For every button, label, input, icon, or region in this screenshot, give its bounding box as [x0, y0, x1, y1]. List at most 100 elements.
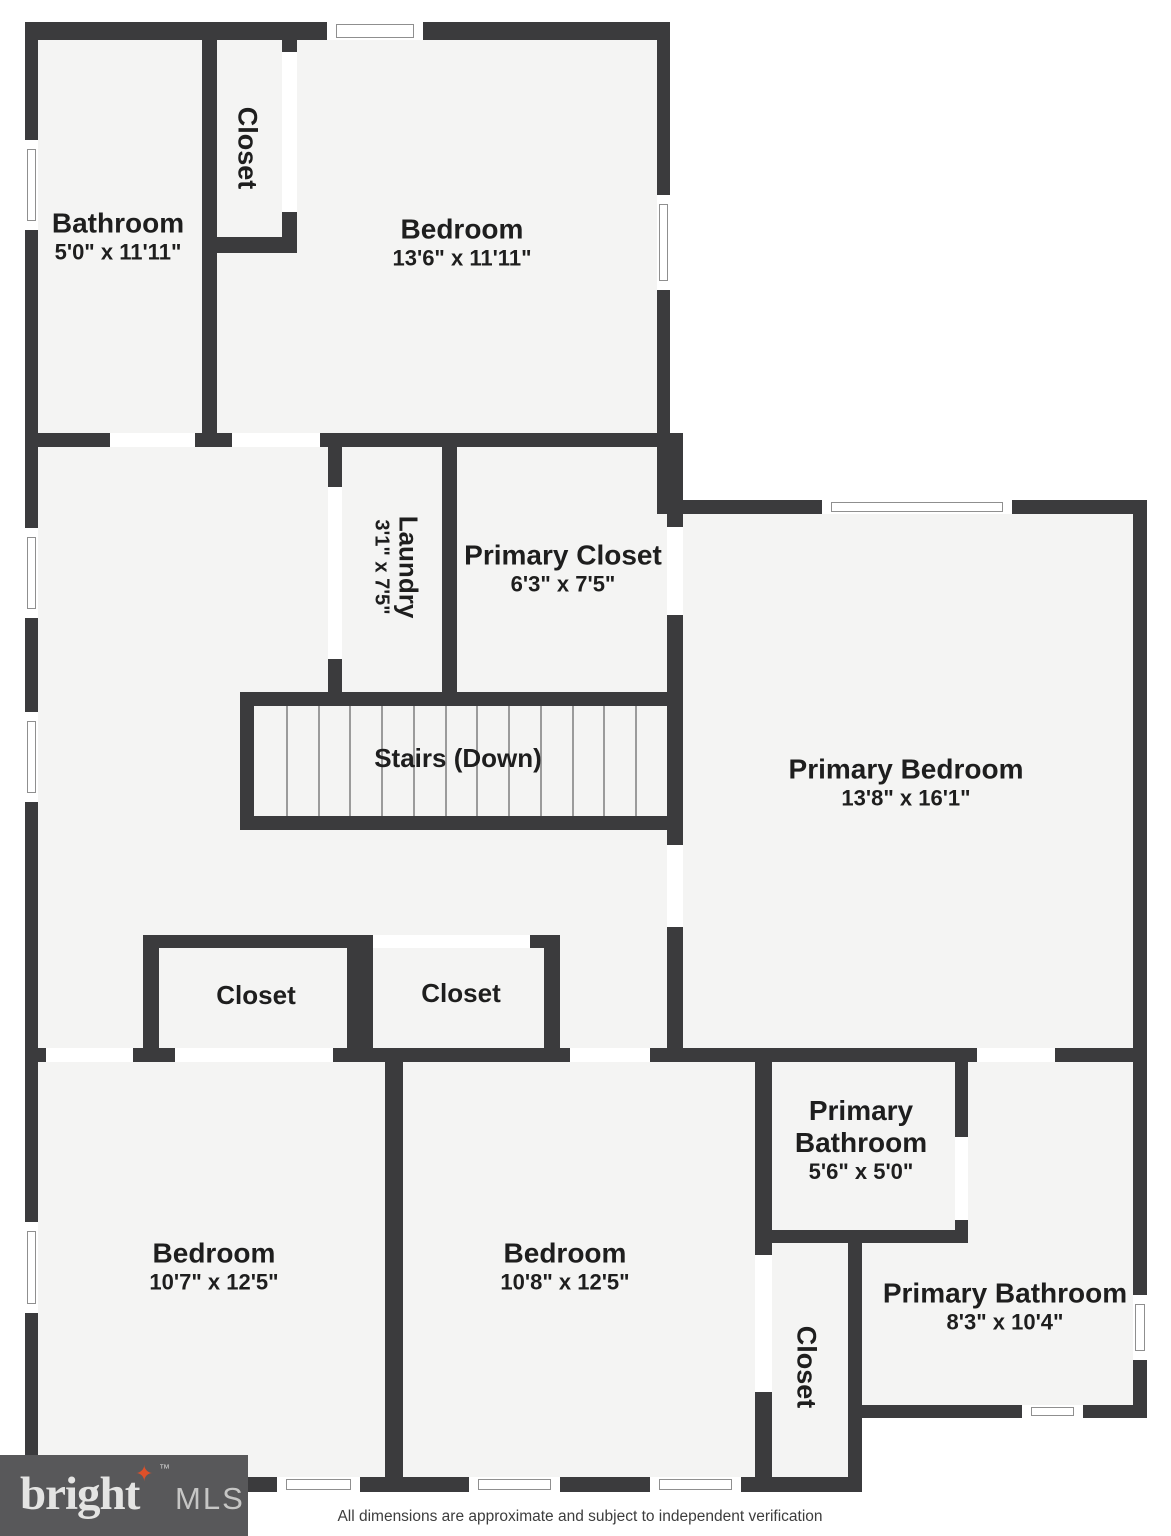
door-opening: [667, 845, 683, 927]
logo-wordmark: bright: [20, 1468, 140, 1520]
wall-segment: [143, 935, 358, 948]
door-opening: [282, 52, 297, 212]
wall-segment: [385, 1048, 403, 1492]
room-name: Closet: [216, 980, 296, 1011]
window-pane: [27, 537, 36, 609]
room-dimensions: 5'0" x 11'11": [54, 239, 182, 265]
room-name: Stairs (Down): [374, 743, 542, 774]
stair-tread-line: [444, 706, 447, 816]
wall-segment: [240, 692, 683, 706]
room-name: Bedroom: [503, 1237, 627, 1269]
wall-segment: [240, 816, 683, 830]
door-opening: [110, 433, 195, 447]
window: [657, 195, 670, 290]
window-pane: [659, 204, 668, 281]
window-pane: [27, 149, 36, 221]
stair-tread-line: [571, 706, 574, 816]
window-pane: [1135, 1304, 1145, 1351]
wall-segment: [202, 22, 217, 447]
door-opening: [175, 1048, 333, 1062]
window-pane: [286, 1479, 351, 1490]
logo-trademark: ™: [159, 1463, 170, 1475]
logo-suffix: MLS: [175, 1481, 245, 1516]
room-label-closet-hall-left: Closet: [216, 980, 296, 1011]
door-opening: [328, 487, 342, 659]
room-name: Laundry: [393, 515, 424, 619]
room-label-stairs: Stairs (Down): [374, 743, 542, 774]
window: [277, 1477, 360, 1492]
wall-segment: [848, 1230, 862, 1492]
door-opening: [955, 1137, 968, 1220]
room-name: Primary Closet: [464, 539, 662, 571]
room-dimensions: 5'6" x 5'0": [808, 1159, 914, 1185]
room-dimensions: 10'7" x 12'5": [149, 1269, 279, 1295]
disclaimer-text: All dimensions are approximate and subje…: [337, 1508, 823, 1525]
floor-area: [667, 500, 1147, 1062]
door-opening: [570, 1048, 650, 1062]
stair-tread-line: [381, 706, 384, 816]
window: [469, 1477, 560, 1492]
window: [1133, 1295, 1147, 1360]
window: [25, 140, 38, 230]
stair-tread-line: [476, 706, 479, 816]
room-label-closet-hall-right: Closet: [421, 978, 501, 1009]
wall-segment: [240, 692, 254, 830]
room-label-closet-bottom: Closet: [790, 1325, 822, 1409]
stair-tread-line: [508, 706, 511, 816]
window: [650, 1477, 741, 1492]
window: [25, 712, 38, 802]
window: [1022, 1405, 1083, 1418]
window-pane: [27, 1231, 36, 1304]
room-name: Primary Bedroom: [788, 753, 1024, 785]
brightmls-logo: bright ✦ ™ MLS: [0, 1455, 248, 1536]
window: [327, 22, 423, 40]
door-opening: [667, 527, 683, 615]
door-opening: [977, 1048, 1055, 1062]
window-pane: [831, 502, 1003, 512]
window: [25, 1222, 38, 1313]
door-opening: [46, 1048, 133, 1062]
floor-area: [25, 1048, 862, 1492]
stair-tread-line: [317, 706, 320, 816]
floor-area: [25, 22, 670, 447]
room-dimensions: 6'3" x 7'5": [510, 571, 616, 597]
room-name: Closet: [791, 1325, 822, 1409]
wall-segment: [442, 433, 457, 706]
door-opening: [373, 935, 530, 948]
stair-tread-line: [349, 706, 352, 816]
wall-segment: [848, 1405, 1147, 1418]
wall-segment: [202, 237, 297, 253]
room-dimensions: 3'1" x 7'5": [370, 519, 393, 615]
stair-tread-line: [635, 706, 638, 816]
stair-tread-line: [412, 706, 415, 816]
wall-segment: [143, 935, 159, 1062]
window-pane: [1031, 1407, 1074, 1416]
stair-tread-line: [285, 706, 288, 816]
window-pane: [478, 1479, 551, 1490]
room-label-closet-top: Closet: [231, 106, 263, 190]
room-name: Closet: [232, 106, 263, 190]
window-pane: [27, 721, 36, 793]
window: [822, 500, 1012, 514]
window: [25, 528, 38, 618]
wall-segment: [347, 935, 373, 1062]
room-name: Bedroom: [152, 1237, 276, 1269]
wall-segment: [544, 935, 560, 1062]
window-pane: [659, 1479, 732, 1490]
room-dimensions: 8'3" x 10'4": [946, 1309, 1064, 1335]
room-name: Closet: [421, 978, 501, 1009]
stair-tread-line: [603, 706, 606, 816]
room-name: Primary Bathroom: [882, 1277, 1128, 1309]
room-dimensions: 10'8" x 12'5": [500, 1269, 630, 1295]
window-pane: [336, 24, 414, 38]
room-name: Bathroom: [51, 207, 185, 239]
